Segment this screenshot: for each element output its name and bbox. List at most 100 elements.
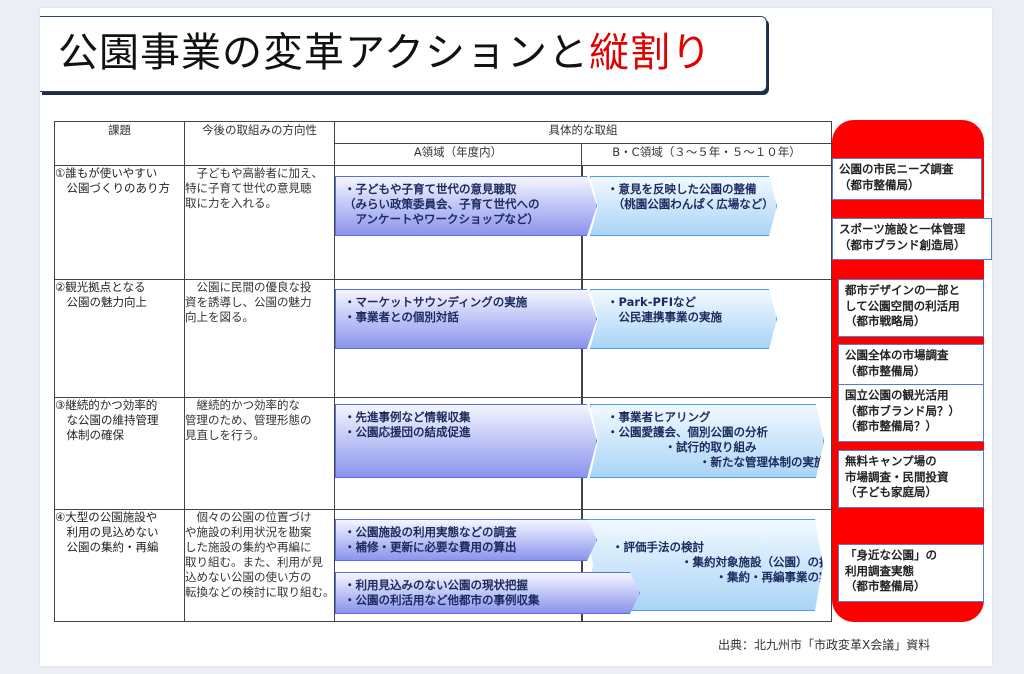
text-line: 利用調査実態 (845, 563, 914, 578)
text-line: 取り組む。また、利用が見 (185, 555, 323, 569)
text-line: （都市整備局？） (845, 419, 937, 433)
text-line: 子どもや高齢者に加え、 (185, 166, 323, 180)
title-box (40, 16, 767, 92)
text-line: ・意見を反映した公園の整備 (607, 182, 757, 196)
text-line: ②観光拠点となる (55, 280, 146, 294)
arrow-row1-a: ・子どもや子育て世代の意見聴取 （みらい政策委員会、子育て世代への アンケートや… (335, 176, 597, 236)
text-line: ・事業者との個別対話 (344, 310, 459, 324)
side-box: 国立公園の観光活用 （都市ブランド局？） （都市整備局？） (838, 384, 984, 442)
text-line: ・新たな管理体制の実施 (607, 455, 826, 469)
issue-cell: ①誰もが使いやすい 公園づくりのあり方 (54, 165, 185, 280)
text-line: 見直しを行う。 (185, 428, 265, 442)
side-box: 無料キャンプ場の 市場調査・民間投資 （子ども家庭局） (838, 450, 984, 508)
text-line: ・Park-PFIなど (607, 295, 697, 309)
text-line: （都市整備局） (845, 363, 926, 378)
header-issue: 課題 (54, 121, 185, 166)
direction-cell: 子どもや高齢者に加え、 特に子育て世代の意見聴 取に力を入れる。 (184, 165, 335, 280)
arrow-row3-a: ・先進事例など情報収集 ・公園応援団の結成促進 (335, 404, 597, 478)
arrow-row4-a1: ・公園施設の利用実態などの調査 ・補修・更新に必要な費用の算出 (335, 519, 597, 561)
text-line: 市場調査・民間投資 (845, 469, 949, 484)
text-line: 向上を図る。 (185, 310, 254, 324)
text-line: ・集約・再編事業の実施 (612, 570, 842, 584)
issue-cell: ③継続的かつ効率的 な公園の維持管理 体制の確保 (54, 397, 185, 510)
text-line: アンケートやワークショップなど） (344, 212, 540, 226)
arrow-row4-a2: ・利用見込みのない公園の現状把握 ・公園の利活用など他都市の事例収集 (335, 572, 640, 614)
text-line: ・公園愛護会、個別公園の分析 (607, 425, 768, 439)
text-line: ・マーケットサウンディングの実施 (344, 295, 528, 309)
text-line: 資を誘導し、公園の魅力 (185, 295, 312, 309)
issue-cell: ④大型の公園施設や 利用の見込めない 公園の集約・再編 (54, 509, 185, 622)
text-line: 利用の見込めない (55, 525, 159, 539)
title-highlight: 縦割り (589, 30, 712, 76)
text-line: 公園づくりのあり方 (55, 181, 170, 195)
text-line: （都市整備局） (845, 579, 926, 593)
text-line: 転換などの検討に取り組む。 (185, 585, 335, 599)
header-concrete: 具体的な取組 (334, 121, 832, 144)
text-line: ・公園応援団の結成促進 (344, 425, 471, 439)
direction-cell: 公園に民間の優良な投 資を誘導し、公園の魅力 向上を図る。 (184, 279, 335, 398)
text-line: 公民連携事業の実施 (607, 310, 722, 324)
arrow-row2-bc: ・Park-PFIなど 公民連携事業の実施 (590, 289, 777, 349)
text-line: （みらい政策委員会、子育て世代への (344, 197, 540, 211)
text-line: ④大型の公園施設や (55, 510, 158, 524)
issue-cell: ②観光拠点となる 公園の魅力向上 (54, 279, 185, 398)
text-line: 公園の集約・再編 (55, 540, 159, 554)
text-line: や施設の利用状況を勘案 (185, 525, 312, 539)
text-line: ・補修・更新に必要な費用の算出 (344, 540, 517, 554)
text-line: 込めない公園の使い方の (185, 570, 312, 584)
text-line: （都市整備局） (839, 177, 920, 192)
text-line: 都市デザインの一部と (845, 283, 960, 297)
arrow-row1-bc: ・意見を反映した公園の整備 （桃園公園わんぱく広場など） (590, 176, 777, 236)
text-line: した施設の集約や再編に (185, 540, 312, 554)
text-line: な公園の維持管理 (55, 413, 159, 427)
text-line: 公園の魅力向上 (55, 295, 147, 309)
text-line: 「身近な公園」の (845, 548, 937, 562)
text-line: 国立公園の観光活用 (845, 388, 949, 402)
text-line: ③継続的かつ効率的 (55, 398, 158, 412)
text-line: ・公園施設の利用実態などの調査 (344, 525, 517, 539)
side-box: スポーツ施設と一体管理 （都市ブランド創造局） (832, 218, 992, 260)
page-title: 公園事業の変革アクションと縦割り (58, 26, 712, 80)
side-box: 都市デザインの一部と して公園空間の利活用 （都市戦略局） (838, 279, 984, 337)
text-line: ・試行的取り組み (607, 440, 757, 454)
text-line: ①誰もが使いやすい (55, 166, 158, 180)
text-line: （都市ブランド局？） (845, 403, 960, 418)
side-box: 公園の市民ニーズ調査 （都市整備局） (832, 158, 982, 200)
header-area-bc: B・C領域（３～５年・５～１０年） (581, 143, 832, 166)
text-line: （子ども家庭局） (845, 485, 937, 499)
text-line: （桃園公園わんぱく広場など） (607, 197, 774, 211)
text-line: 体制の確保 (55, 428, 124, 442)
title-main: 公園事業の変革アクションと (58, 30, 589, 76)
text-line: （都市ブランド創造局） (839, 237, 966, 252)
text-line: して公園空間の利活用 (845, 298, 960, 313)
text-line: 継続的かつ効率的な (185, 398, 300, 412)
text-line: ・先進事例など情報収集 (344, 410, 471, 424)
text-line: （都市戦略局） (845, 314, 926, 328)
text-line: ・子どもや子育て世代の意見聴取 (344, 182, 517, 196)
text-line: スポーツ施設と一体管理 (839, 222, 966, 236)
direction-cell: 継続的かつ効率的な 管理のため、管理形態の 見直しを行う。 (184, 397, 335, 510)
text-line: 公園全体の市場調査 (845, 348, 949, 362)
text-line: 個々の公園の位置づけ (185, 510, 312, 524)
arrow-row4-bc: ・評価手法の検討 ・集約対象施設（公園）の抽出 ・集約・再編事業の実施 (585, 519, 823, 611)
side-box: 公園全体の市場調査 （都市整備局） (838, 344, 984, 385)
header-direction: 今後の取組みの方向性 (184, 121, 335, 166)
text-line: ・評価手法の検討 (612, 540, 704, 554)
text-line: 公園に民間の優良な投 (185, 280, 312, 294)
header-area-a: A領域（年度内） (334, 143, 582, 166)
arrow-row2-a: ・マーケットサウンディングの実施 ・事業者との個別対話 (335, 289, 597, 349)
text-line: 公園の市民ニーズ調査 (839, 162, 954, 176)
text-line: ・利用見込みのない公園の現状把握 (344, 578, 528, 592)
text-line: 管理のため、管理形態の (185, 413, 312, 427)
text-line: 取に力を入れる。 (185, 196, 277, 210)
text-line: 無料キャンプ場の (845, 454, 937, 468)
text-line: ・事業者ヒアリング (607, 410, 711, 424)
column-divider (581, 165, 583, 622)
source-caption: 出典：北九州市「市政変革X会議」資料 (718, 638, 931, 652)
arrow-row3-bc: ・事業者ヒアリング ・公園愛護会、個別公園の分析 ・試行的取り組み ・新たな管理… (590, 404, 824, 478)
direction-cell: 個々の公園の位置づけ や施設の利用状況を勘案 した施設の集約や再編に 取り組む。… (184, 509, 335, 622)
text-line: ・集約対象施設（公園）の抽出 (612, 555, 842, 569)
text-line: ・公園の利活用など他都市の事例収集 (344, 593, 540, 607)
side-box: 「身近な公園」の 利用調査実態 （都市整備局） (838, 544, 984, 602)
text-line: 特に子育て世代の意見聴 (185, 181, 312, 195)
